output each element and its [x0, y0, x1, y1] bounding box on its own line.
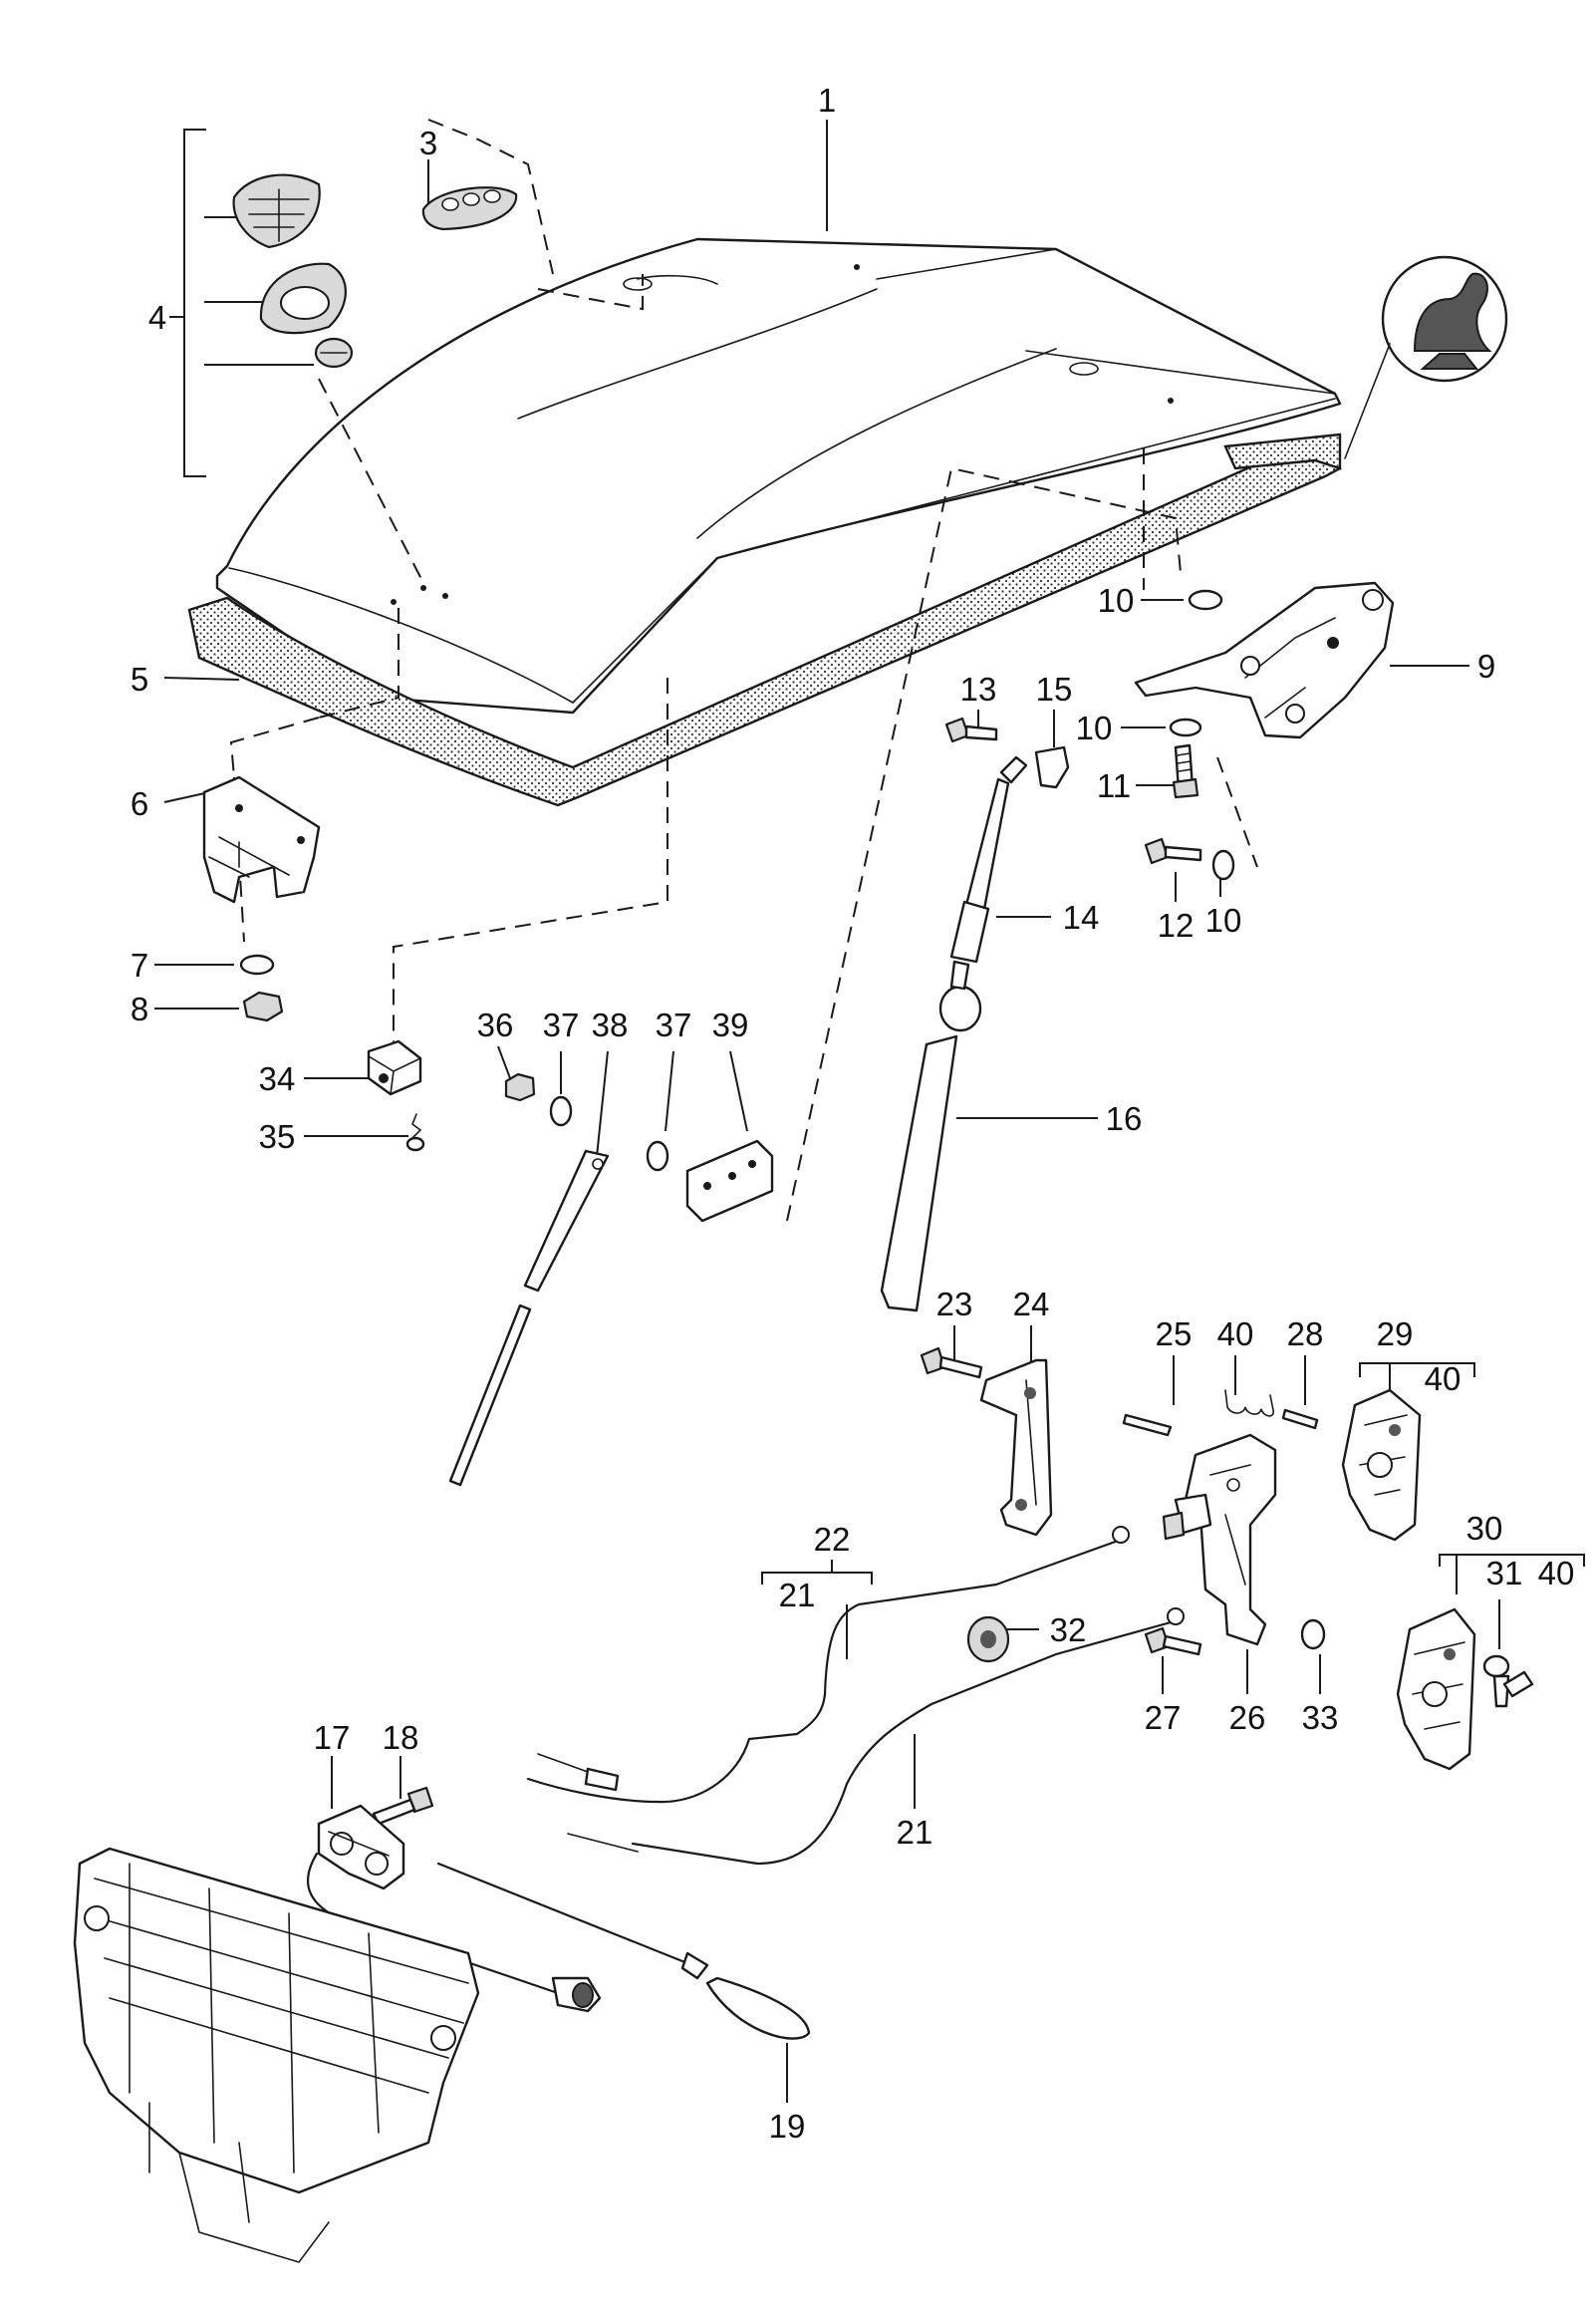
emblem-gasket [259, 262, 347, 335]
cable-grommet [966, 1615, 1010, 1663]
callout-12: 12 [1158, 907, 1195, 944]
washer-7 [239, 954, 275, 976]
front-hood [215, 237, 1342, 715]
seal-applicator-icon [1344, 255, 1508, 459]
callout-3: 3 [419, 125, 437, 161]
callout-26: 26 [1229, 1699, 1266, 1736]
callout-16: 16 [1106, 1100, 1143, 1137]
callout-10c: 10 [1205, 902, 1242, 939]
prop-rod-bracket [685, 1139, 774, 1223]
emblem-grommet [314, 337, 354, 369]
callout-9: 9 [1477, 648, 1495, 685]
callout-34: 34 [259, 1060, 296, 1097]
callout-36: 36 [477, 1007, 514, 1043]
latch-cable [307, 1852, 602, 2013]
bolt-27 [1144, 1626, 1202, 1656]
callout-25: 25 [1156, 1315, 1193, 1352]
bolt-18 [372, 1786, 434, 1826]
callout-37b: 37 [656, 1007, 692, 1043]
callout-40a: 40 [1425, 1360, 1462, 1397]
callout-10b: 10 [1076, 710, 1113, 746]
lock-assembly-29 [1341, 1388, 1422, 1542]
callout-13: 13 [960, 671, 997, 708]
callout-11: 11 [1097, 767, 1131, 804]
callout-8: 8 [131, 991, 148, 1027]
nut-8 [242, 991, 284, 1022]
washer-37b [646, 1140, 669, 1172]
bolt-12 [1144, 837, 1202, 865]
callout-4: 4 [148, 299, 166, 336]
callout-40c: 40 [1217, 1315, 1254, 1352]
nut-36 [504, 1072, 536, 1102]
callout-23: 23 [936, 1286, 973, 1322]
release-handle-19 [436, 1862, 811, 2040]
callout-33: 33 [1302, 1699, 1339, 1736]
callout-22: 22 [814, 1521, 851, 1558]
callout-15: 15 [1036, 671, 1073, 708]
callout-19: 19 [769, 2108, 806, 2145]
hood-lock-body [1162, 1433, 1277, 1646]
gas-strut [938, 755, 1028, 1032]
leader-lines [154, 120, 1585, 2103]
pin-25 [1122, 1413, 1173, 1437]
strut-clip [1034, 745, 1070, 789]
callout-37a: 37 [543, 1007, 580, 1043]
callout-30: 30 [1466, 1510, 1503, 1547]
front-panel [73, 1847, 480, 2263]
callout-38: 38 [592, 1007, 629, 1043]
washer-37a [549, 1095, 573, 1127]
strut-sleeve [880, 1034, 958, 1312]
hood-hinge [1134, 581, 1395, 739]
callout-21b: 21 [897, 1814, 933, 1851]
prop-rod [448, 1149, 610, 1487]
callout-6: 6 [131, 785, 148, 822]
callout-27: 27 [1145, 1699, 1182, 1736]
bolt-23 [920, 1346, 983, 1379]
washer-10a [1188, 589, 1223, 611]
crest-emblem [232, 173, 321, 249]
callout-1: 1 [818, 82, 836, 119]
hood-latch-bracket [202, 775, 321, 904]
spring-40 [1224, 1389, 1274, 1417]
release-cable [526, 1526, 1185, 1866]
lock-assembly-30 [1396, 1607, 1476, 1771]
washer-10c [1211, 849, 1235, 881]
buffer-screw [405, 1113, 425, 1152]
callout-labels: 1 3 4 5 6 7 8 9 10 10 10 11 12 13 14 15 … [131, 82, 1575, 2145]
hood-seal [187, 433, 1342, 807]
callout-24: 24 [1013, 1286, 1050, 1322]
callout-40b: 40 [1538, 1555, 1575, 1591]
handle-trim [421, 186, 518, 231]
callout-29: 29 [1377, 1315, 1414, 1352]
callout-17: 17 [314, 1719, 351, 1756]
latch-mount-bracket [979, 1358, 1053, 1537]
callout-5: 5 [131, 661, 148, 698]
pin-28 [1281, 1408, 1319, 1430]
bolt-11 [1172, 743, 1199, 799]
callout-10a: 10 [1098, 582, 1135, 619]
callout-39: 39 [712, 1007, 749, 1043]
callout-32: 32 [1050, 1611, 1087, 1648]
washer-33 [1300, 1618, 1326, 1650]
callout-21a: 21 [779, 1577, 816, 1613]
callout-35: 35 [259, 1118, 296, 1155]
callout-14: 14 [1063, 899, 1100, 936]
washer-10b [1169, 718, 1202, 737]
callout-31: 31 [1486, 1555, 1523, 1591]
callout-7: 7 [131, 947, 148, 984]
lower-latch-17 [317, 1804, 405, 1890]
rubber-buffer [367, 1039, 422, 1096]
lock-cylinder-31 [1482, 1654, 1534, 1708]
bolt-13 [944, 717, 998, 743]
callout-28: 28 [1287, 1315, 1324, 1352]
callout-18: 18 [383, 1719, 419, 1756]
